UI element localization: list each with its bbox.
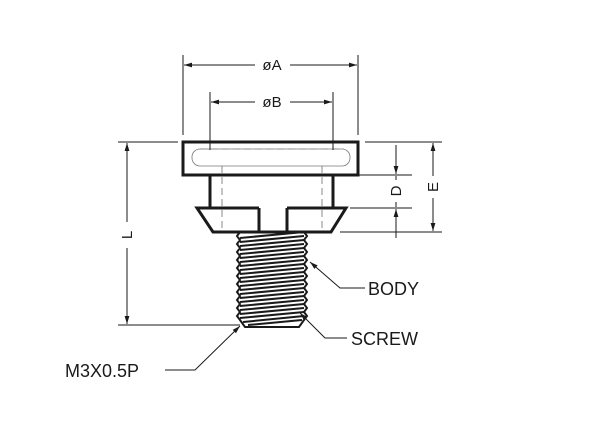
neck <box>208 175 335 208</box>
dim-a-label: øA <box>262 57 281 74</box>
cap <box>181 140 360 177</box>
screw-callout: SCREW <box>351 329 418 349</box>
dim-a-extensions <box>182 55 359 135</box>
body-callout: BODY <box>368 279 419 299</box>
dim-e-extensions <box>340 141 442 233</box>
screw-thread <box>235 231 309 328</box>
thread-leader <box>165 325 241 371</box>
screw-leader <box>299 312 347 339</box>
dim-l-label: L <box>119 231 136 239</box>
dim-e-label: E <box>425 182 442 192</box>
cap-slot <box>191 148 351 167</box>
dim-l-extensions <box>118 141 240 326</box>
body-leader <box>309 261 365 289</box>
dim-b-label: øB <box>262 94 281 111</box>
flange <box>194 206 349 234</box>
dim-b-extensions <box>209 92 334 150</box>
dim-d-extensions <box>338 174 412 209</box>
hidden-lines <box>200 148 344 230</box>
dim-d-label: D <box>388 185 405 196</box>
thread-callout: M3X0.5P <box>65 361 139 381</box>
